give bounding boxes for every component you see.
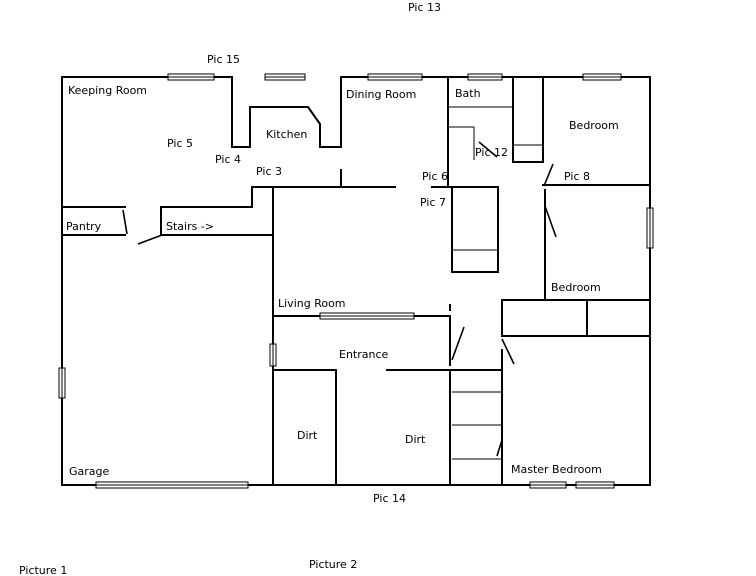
label-pic12: Pic 12 <box>475 146 508 159</box>
label-garage: Garage <box>69 465 110 478</box>
window-entrance-west <box>269 343 277 367</box>
label-bedroom-2: Bedroom <box>551 281 601 294</box>
window-kitchen <box>264 73 306 81</box>
window-bedroom-1 <box>582 73 622 81</box>
label-dirt-1: Dirt <box>297 429 318 442</box>
label-pic13: Pic 13 <box>408 1 441 14</box>
labels: Pic 13 Pic 15 Keeping Room Dining Room B… <box>19 1 619 576</box>
label-pic8: Pic 8 <box>564 170 590 183</box>
label-pantry: Pantry <box>66 220 102 233</box>
label-bedroom-1: Bedroom <box>569 119 619 132</box>
label-master-bedroom: Master Bedroom <box>511 463 602 476</box>
window-bedroom-2 <box>646 207 654 249</box>
window-living-room <box>319 312 415 320</box>
label-pic3: Pic 3 <box>256 165 282 178</box>
label-pic14: Pic 14 <box>373 492 406 505</box>
label-kitchen: Kitchen <box>266 128 307 141</box>
doors <box>122 141 557 457</box>
outer-walls <box>61 76 651 486</box>
label-living-room: Living Room <box>278 297 346 310</box>
label-dining-room: Dining Room <box>346 88 416 101</box>
label-pic7: Pic 7 <box>420 196 446 209</box>
windows <box>58 73 654 489</box>
label-pic6: Pic 6 <box>422 170 448 183</box>
label-picture2: Picture 2 <box>309 558 357 571</box>
window-garage-west <box>58 367 66 399</box>
label-pic5: Pic 5 <box>167 137 193 150</box>
label-stairs: Stairs -> <box>166 220 214 233</box>
window-master-1 <box>529 481 567 489</box>
label-entrance: Entrance <box>339 348 389 361</box>
label-pic4: Pic 4 <box>215 153 241 166</box>
window-dining-room <box>367 73 423 81</box>
window-master-2 <box>575 481 615 489</box>
label-bath: Bath <box>455 87 481 100</box>
label-picture1: Picture 1 <box>19 564 67 576</box>
window-garage-south <box>95 481 249 489</box>
label-dirt-2: Dirt <box>405 433 426 446</box>
label-pic15: Pic 15 <box>207 53 240 66</box>
window-bath <box>467 73 503 81</box>
label-keeping-room: Keeping Room <box>68 84 147 97</box>
window-keeping-room <box>167 73 215 81</box>
